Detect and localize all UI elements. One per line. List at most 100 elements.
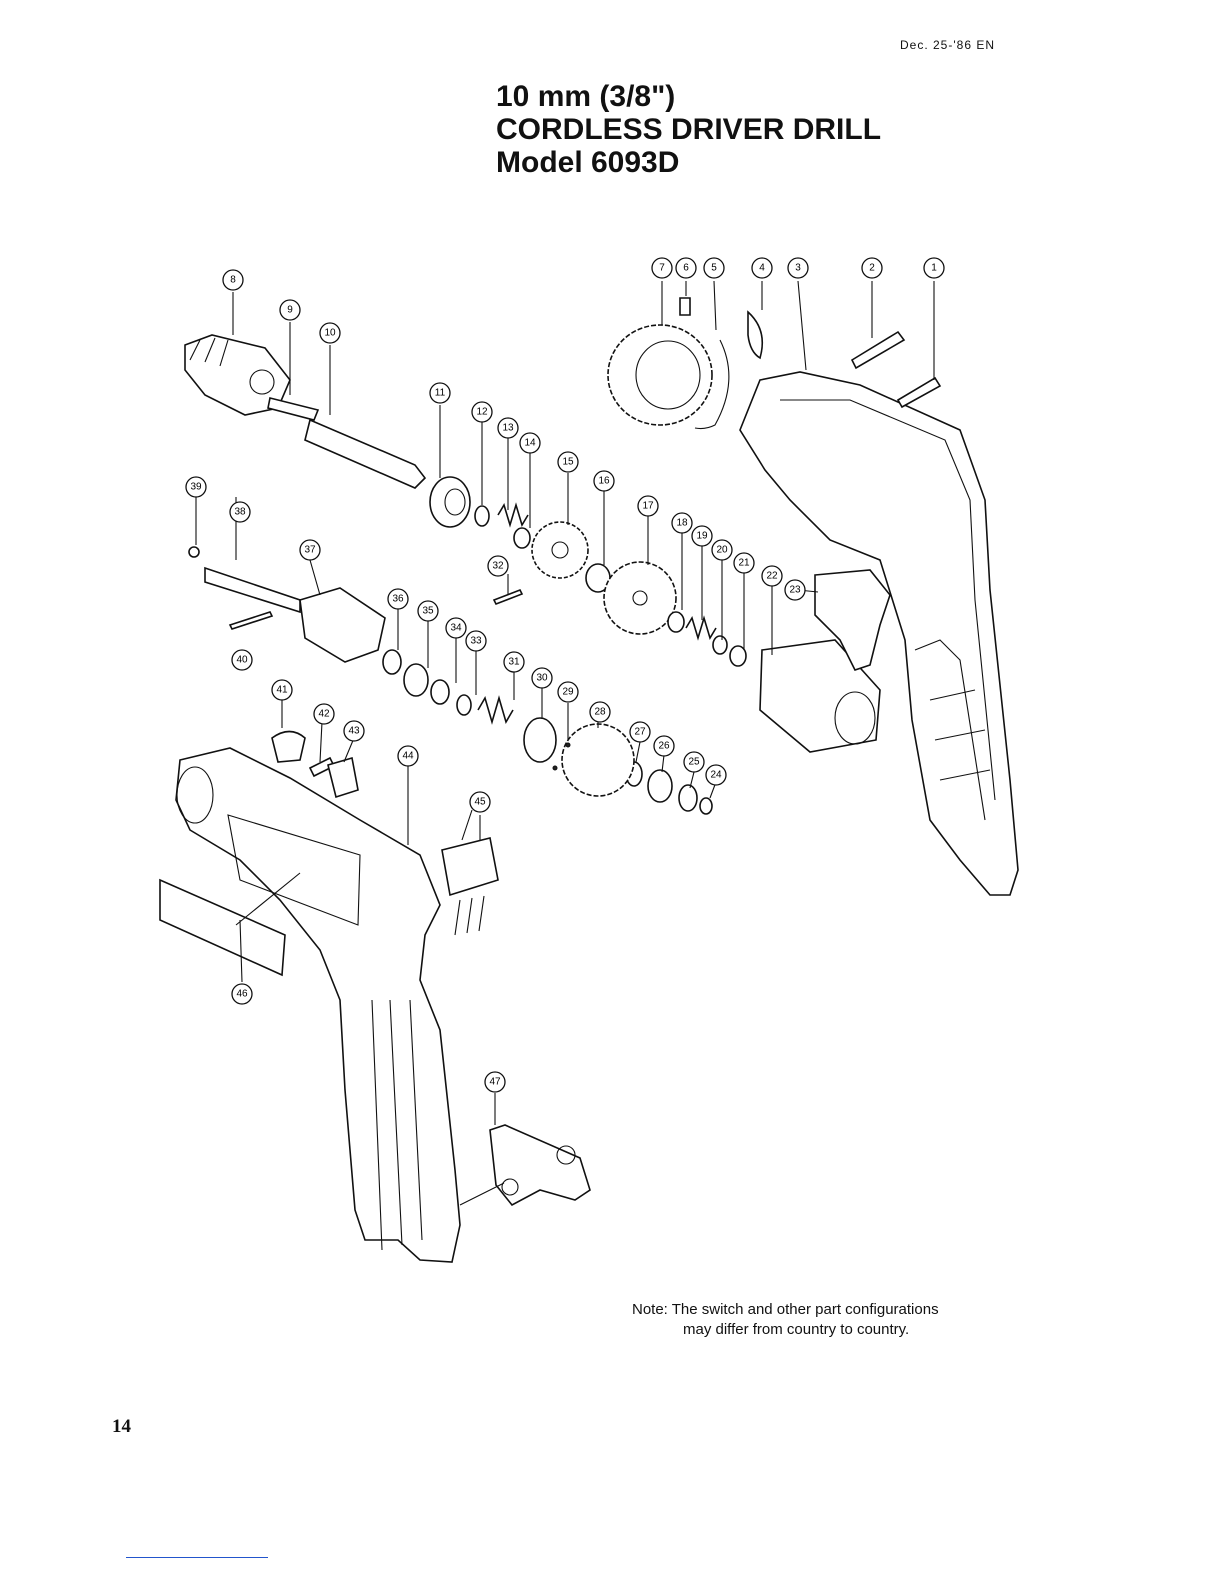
- callout-46: 46: [232, 984, 252, 1004]
- callout-5: 5: [704, 258, 724, 278]
- callout-30: 30: [532, 668, 552, 688]
- callout-27: 27: [630, 722, 650, 742]
- housing-left-half: [176, 748, 460, 1262]
- callout-number: 42: [318, 709, 330, 720]
- callout-47: 47: [485, 1072, 505, 1092]
- clutch-plate: [404, 664, 428, 696]
- callout-number: 6: [683, 263, 689, 274]
- callout-number: 25: [688, 757, 700, 768]
- callout-number: 14: [524, 438, 536, 449]
- callout-number: 16: [598, 476, 610, 487]
- callout-number: 5: [711, 263, 717, 274]
- washer-25: [679, 785, 697, 811]
- callout-33: 33: [466, 631, 486, 651]
- note-line-1: Note: The switch and other part configur…: [632, 1300, 939, 1320]
- callout-31: 31: [504, 652, 524, 672]
- callout-14: 14: [520, 433, 540, 453]
- callout-23: 23: [785, 580, 805, 600]
- compression-spring: [498, 505, 528, 525]
- callout-number: 28: [594, 707, 606, 718]
- note: Note: The switch and other part configur…: [632, 1300, 939, 1340]
- callout-9: 9: [280, 300, 300, 320]
- callout-36: 36: [388, 589, 408, 609]
- callout-number: 11: [435, 388, 446, 399]
- knob-41: [272, 732, 305, 763]
- callout-number: 33: [470, 636, 482, 647]
- callout-number: 18: [676, 518, 688, 529]
- callout-32: 32: [488, 556, 508, 576]
- callout-39: 39: [186, 477, 206, 497]
- callout-number: 1: [931, 263, 937, 274]
- callout-number: 38: [234, 507, 246, 518]
- page-number: 14: [112, 1416, 131, 1438]
- lock-plate: [300, 588, 385, 662]
- callout-38: 38: [230, 502, 250, 522]
- callout-7: 7: [652, 258, 672, 278]
- callout-34: 34: [446, 618, 466, 638]
- callout-number: 2: [869, 263, 875, 274]
- spring-19: [686, 618, 716, 638]
- callout-number: 12: [476, 407, 488, 418]
- callout-35: 35: [418, 601, 438, 621]
- callout-number: 47: [489, 1077, 501, 1088]
- washer-34: [431, 680, 449, 704]
- callout-number: 15: [562, 457, 574, 468]
- washer-20: [713, 636, 727, 654]
- callout-number: 36: [392, 594, 404, 605]
- housing-right-half: [740, 372, 1018, 895]
- callout-number: 32: [492, 561, 504, 572]
- callout-44: 44: [398, 746, 418, 766]
- callout-22: 22: [762, 566, 782, 586]
- callout-number: 3: [795, 263, 801, 274]
- retaining-ring-24: [700, 798, 712, 814]
- callout-number: 41: [276, 685, 288, 696]
- spur-gear-17: [604, 562, 676, 634]
- screw-1: [898, 378, 940, 407]
- bearing-26: [648, 770, 672, 802]
- callout-20: 20: [712, 540, 732, 560]
- callout-41: 41: [272, 680, 292, 700]
- callout-number: 31: [508, 657, 520, 668]
- callout-number: 37: [304, 545, 316, 556]
- spring-31: [478, 698, 513, 722]
- callout-number: 44: [402, 751, 414, 762]
- callout-42: 42: [314, 704, 334, 724]
- callout-40: 40: [232, 650, 252, 670]
- callout-number: 9: [287, 305, 293, 316]
- screw-2: [852, 332, 904, 368]
- callout-10: 10: [320, 323, 340, 343]
- washer-36: [383, 650, 401, 674]
- callout-number: 43: [348, 726, 360, 737]
- callout-17: 17: [638, 496, 658, 516]
- callout-number: 10: [324, 328, 336, 339]
- callout-1: 1: [924, 258, 944, 278]
- callout-2: 2: [862, 258, 882, 278]
- callout-number: 7: [659, 263, 665, 274]
- callout-number: 26: [658, 741, 670, 752]
- callout-8: 8: [223, 270, 243, 290]
- callout-number: 29: [562, 687, 574, 698]
- footer-rule: [126, 1557, 268, 1558]
- callout-25: 25: [684, 752, 704, 772]
- retaining-ring: [475, 506, 489, 526]
- callout-number: 45: [474, 797, 486, 808]
- callout-11: 11: [430, 383, 450, 403]
- pin-40: [230, 612, 272, 629]
- callout-number: 35: [422, 606, 434, 617]
- callout-37: 37: [300, 540, 320, 560]
- callout-number: 30: [536, 673, 548, 684]
- screw-6: [680, 298, 690, 315]
- callout-number: 23: [789, 585, 801, 596]
- callout-number: 13: [502, 423, 514, 434]
- callout-18: 18: [672, 513, 692, 533]
- callout-15: 15: [558, 452, 578, 472]
- callout-number: 40: [236, 655, 248, 666]
- nameplate: [160, 880, 285, 975]
- callout-number: 4: [759, 263, 765, 274]
- callout-number: 27: [634, 727, 646, 738]
- chuck-screw: [268, 398, 318, 420]
- callout-number: 22: [766, 571, 778, 582]
- callout-26: 26: [654, 736, 674, 756]
- callout-16: 16: [594, 471, 614, 491]
